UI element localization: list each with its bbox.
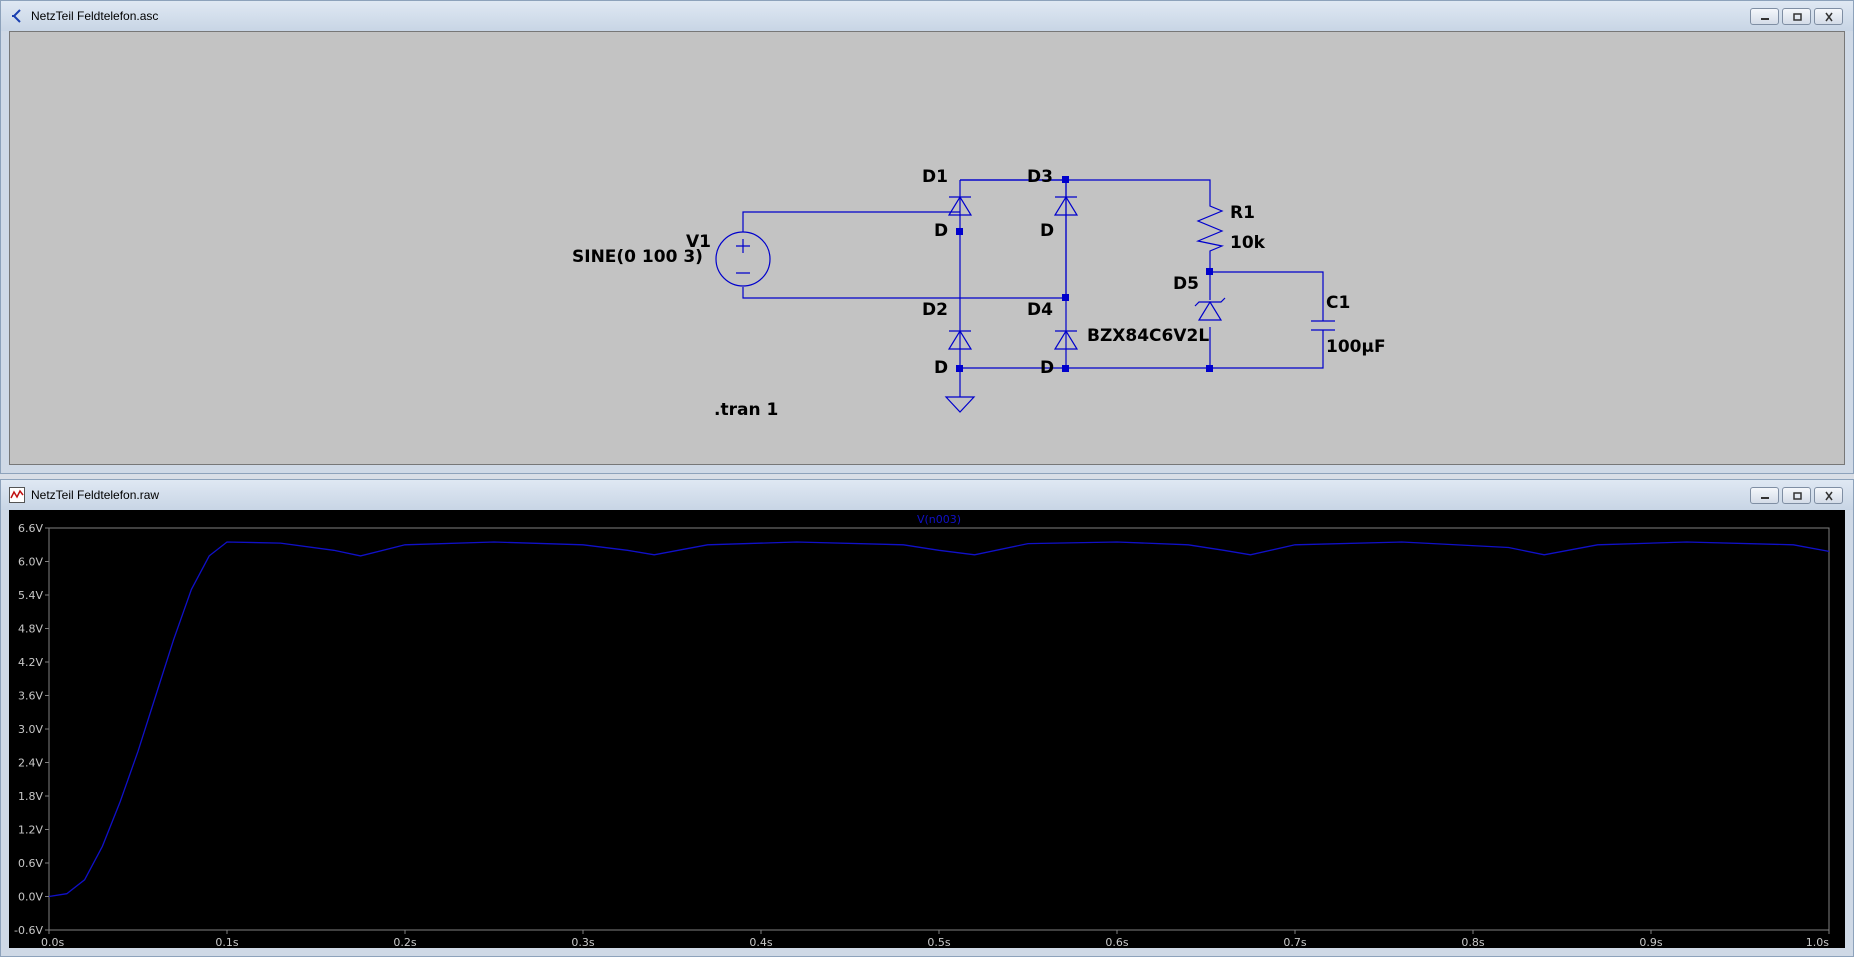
v1-value-label: SINE(0 100 3): [572, 247, 703, 267]
schematic-drawing: V1 SINE(0 100 3) D1 D D2 D D3 D D4 D D5 …: [572, 167, 1386, 420]
minimize-button[interactable]: [1750, 8, 1779, 25]
c1-name-label: C1: [1326, 293, 1350, 313]
close-button[interactable]: [1814, 8, 1843, 25]
close-icon: [1824, 12, 1833, 21]
d5-value-label: BZX84C6V2L: [1087, 326, 1209, 346]
schematic-icon: [12, 9, 21, 23]
close-button[interactable]: [1814, 487, 1843, 504]
zener-diode-d5[interactable]: [1194, 297, 1226, 321]
y-tick-label: 3.6V: [18, 690, 43, 703]
x-tick-label: 0.1s: [215, 936, 238, 948]
r1-value-label: 10k: [1230, 233, 1266, 253]
plot-window-title: NetzTeil Feldtelefon.raw: [31, 488, 160, 502]
ground-symbol: [944, 396, 976, 413]
y-tick-label: 0.6V: [18, 857, 43, 870]
waveform-icon: [9, 487, 25, 503]
d3-name-label: D3: [1027, 167, 1053, 187]
v1-name-label: V1: [686, 232, 711, 252]
minimize-icon: [1760, 496, 1769, 499]
d2-value-label: D: [934, 358, 948, 378]
y-tick-label: 6.6V: [18, 522, 43, 535]
diode-d3[interactable]: [1053, 180, 1079, 298]
wires: [742, 179, 1324, 397]
schematic-window-title: NetzTeil Feldtelefon.asc: [31, 9, 159, 23]
x-tick-label: 0.7s: [1283, 936, 1306, 948]
plot-window: NetzTeil Feldtelefon.raw 6.6V 6.0V 5.4V 4.8…: [0, 479, 1854, 957]
x-tick-label: 0.4s: [749, 936, 772, 948]
schematic-canvas[interactable]: V1 SINE(0 100 3) D1 D D2 D D3 D D4 D D5 …: [9, 31, 1845, 465]
close-icon: [1824, 491, 1833, 500]
waveform-chart: 6.6V 6.0V 5.4V 4.8V 4.2V 3.6V 3.0V 2.4V 1.8V 1.2V…: [14, 513, 1830, 948]
legend-series-label: V(n003): [917, 513, 961, 526]
minimize-button[interactable]: [1750, 487, 1779, 504]
plot-canvas[interactable]: 6.6V 6.0V 5.4V 4.8V 4.2V 3.6V 3.0V 2.4V 1.8V 1.2V…: [9, 510, 1845, 948]
y-tick-label: 1.8V: [18, 790, 43, 803]
d3-value-label: D: [1040, 221, 1054, 241]
d1-name-label: D1: [922, 167, 948, 187]
y-tick-label: 5.4V: [18, 589, 43, 602]
minimize-icon: [1760, 17, 1769, 20]
y-tick-label: 4.2V: [18, 656, 43, 669]
x-tick-label: 0.9s: [1639, 936, 1662, 948]
d5-name-label: D5: [1173, 274, 1199, 294]
tran-directive[interactable]: .tran 1: [714, 400, 778, 420]
d4-value-label: D: [1040, 358, 1054, 378]
restore-button[interactable]: [1782, 487, 1811, 504]
r1-name-label: R1: [1230, 203, 1255, 223]
y-tick-label: -0.6V: [14, 924, 43, 937]
restore-button[interactable]: [1782, 8, 1811, 25]
x-tick-label: 0.5s: [927, 936, 950, 948]
restore-icon: [1792, 12, 1802, 21]
x-tick-label: 0.8s: [1461, 936, 1484, 948]
x-tick-label: 0.3s: [571, 936, 594, 948]
d1-value-label: D: [934, 221, 948, 241]
x-tick-label: 0.2s: [393, 936, 416, 948]
y-tick-label: 6.0V: [18, 556, 43, 569]
y-tick-label: 3.0V: [18, 723, 43, 736]
voltage-source-v1[interactable]: [715, 231, 771, 287]
d4-name-label: D4: [1027, 300, 1053, 320]
capacitor-c1[interactable]: [1311, 320, 1335, 331]
y-tick-label: 4.8V: [18, 623, 43, 636]
plot-titlebar[interactable]: NetzTeil Feldtelefon.raw: [1, 480, 1853, 510]
series-line-V(n003): [48, 541, 1830, 898]
junction-dots: [956, 176, 1213, 372]
restore-icon: [1792, 491, 1802, 500]
d2-name-label: D2: [922, 300, 948, 320]
resistor-r1[interactable]: [1195, 196, 1225, 258]
x-tick-label: 1.0s: [1806, 936, 1829, 948]
schematic-window: NetzTeil Feldtelefon.asc: [0, 0, 1854, 474]
x-tick-label: 0.6s: [1105, 936, 1128, 948]
diode-d1[interactable]: [947, 195, 973, 216]
schematic-titlebar[interactable]: NetzTeil Feldtelefon.asc: [1, 1, 1853, 31]
plot-frame: [48, 527, 1830, 931]
diode-d4[interactable]: [1053, 298, 1079, 368]
y-tick-label: 0.0V: [18, 891, 43, 904]
c1-value-label: 100µF: [1326, 337, 1386, 357]
y-tick-label: 2.4V: [18, 757, 43, 770]
y-tick-label: 1.2V: [18, 824, 43, 837]
x-tick-label: 0.0s: [41, 936, 64, 948]
diode-d2[interactable]: [947, 329, 973, 350]
